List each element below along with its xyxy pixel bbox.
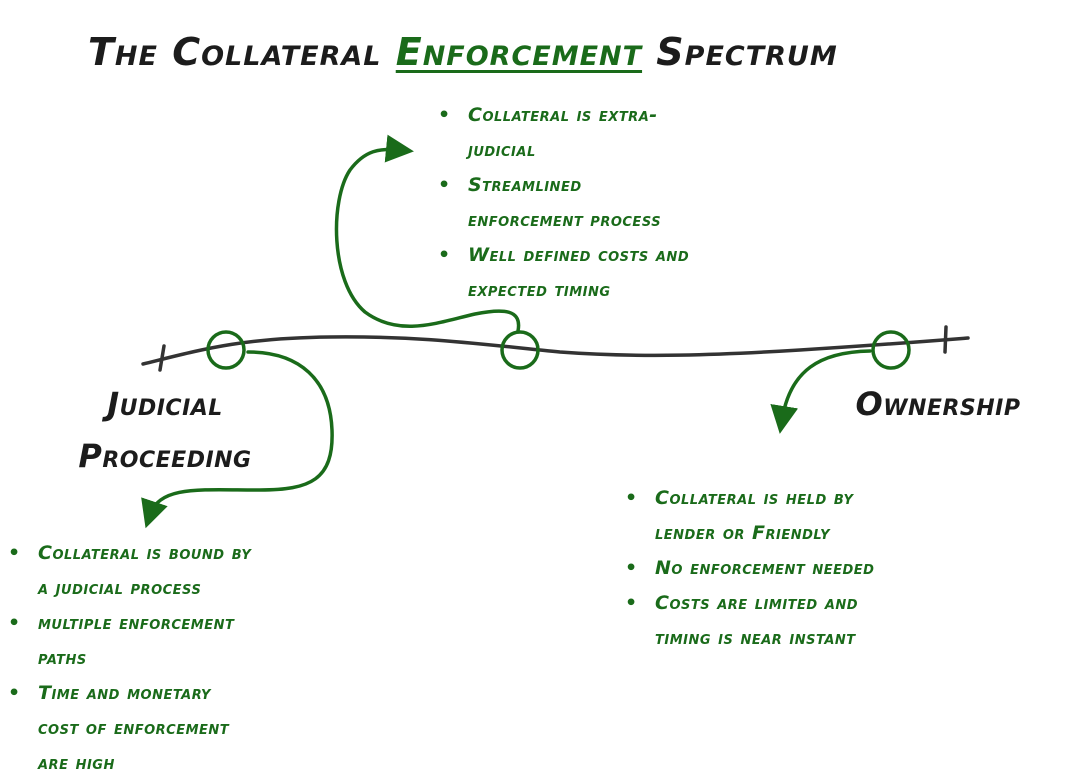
connector-arrow-left <box>141 350 334 529</box>
bullet-icon: • <box>438 244 451 266</box>
note-text: Costs are limited and <box>655 592 859 614</box>
spectrum-axis-line <box>141 335 970 366</box>
axis-tick-right <box>943 325 948 354</box>
marker-ownership <box>871 330 911 370</box>
spectrum-label-judicial-proceeding: Judicial Proceeding <box>45 378 285 482</box>
note-item: • Collateral is extra-judicial <box>438 98 748 168</box>
bullet-icon: • <box>438 174 451 196</box>
note-text: judicial <box>468 139 536 161</box>
note-text: Well defined costs and <box>468 244 690 266</box>
note-item: • No enforcement needed <box>625 551 945 586</box>
marker-judicial <box>206 330 246 370</box>
bullet-icon: • <box>625 557 638 579</box>
bullet-icon: • <box>625 592 638 614</box>
bullet-icon: • <box>8 612 21 634</box>
title-suffix: Spectrum <box>642 30 838 74</box>
bullet-icon: • <box>438 104 451 126</box>
connector-arrow-right <box>770 349 872 434</box>
note-text: enforcement process <box>468 209 662 231</box>
note-text: Time and monetary <box>38 682 211 704</box>
note-text: timing is near instant <box>655 627 856 649</box>
note-text: lender or Friendly <box>655 522 831 544</box>
marker-extrajudicial <box>500 330 540 370</box>
spectrum-label-ownership: Ownership <box>838 378 1038 430</box>
note-item: • Time and monetary cost of enforcement are… <box>8 676 318 781</box>
note-text: are high <box>38 752 115 774</box>
notes-extrajudicial: • Collateral is extra-judicial • Streamlin… <box>438 98 748 308</box>
note-text: No enforcement needed <box>655 557 875 579</box>
note-text: a judicial process <box>38 577 202 599</box>
diagram-title: The Collateral Enforcement Spectrum <box>88 30 838 74</box>
bullet-icon: • <box>8 542 21 564</box>
note-text: paths <box>38 647 87 669</box>
notes-judicial-proceeding: • Collateral is bound by a judicial proces… <box>8 536 318 781</box>
connector-arrow-middle <box>334 134 521 333</box>
note-text: Streamlined <box>468 174 582 196</box>
note-text: Collateral is held by <box>655 487 854 509</box>
note-text: Collateral is bound by <box>38 542 252 564</box>
label-line: Proceeding <box>78 437 252 475</box>
label-line: Judicial <box>107 385 223 423</box>
note-text: cost of enforcement <box>38 717 230 739</box>
title-prefix: The Collateral <box>88 30 396 74</box>
note-item: • Streamlined enforcement process <box>438 168 748 238</box>
note-text: multiple enforcement <box>38 612 235 634</box>
label-line: Ownership <box>855 385 1021 423</box>
note-item: • Well defined costs and expected timing <box>438 238 748 308</box>
note-item: • Collateral is bound by a judicial proces… <box>8 536 318 606</box>
note-item: • Collateral is held by lender or Friendly <box>625 481 945 551</box>
notes-ownership: • Collateral is held by lender or Friendly… <box>625 481 945 656</box>
note-text: expected timing <box>468 279 611 301</box>
note-item: • Costs are limited and timing is near ins… <box>625 586 945 656</box>
axis-tick-left <box>158 344 166 372</box>
bullet-icon: • <box>625 487 638 509</box>
title-accent-word: Enforcement <box>395 30 643 74</box>
note-item: • multiple enforcement paths <box>8 606 318 676</box>
bullet-icon: • <box>8 682 21 704</box>
note-text: Collateral is extra- <box>468 104 658 126</box>
